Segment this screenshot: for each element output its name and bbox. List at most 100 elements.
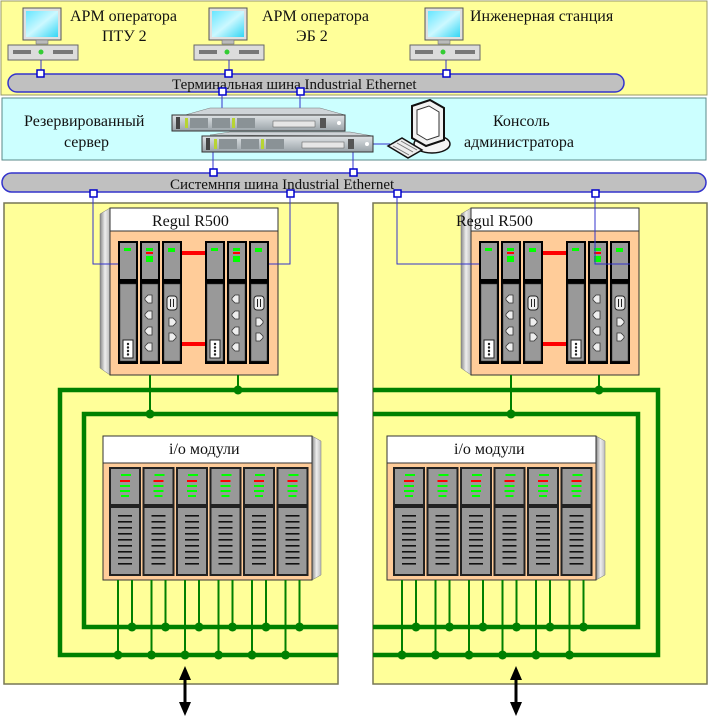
ethernet-port-icon — [529, 332, 538, 342]
ethernet-port-icon — [231, 326, 240, 336]
io-module[interactable] — [243, 467, 275, 576]
controller-module-cpu[interactable] — [227, 241, 247, 364]
controller-module-comm[interactable] — [610, 241, 630, 364]
led-green — [529, 248, 536, 252]
vent-slot — [252, 515, 266, 517]
ethernet-port-icon — [592, 310, 601, 320]
io-module[interactable] — [527, 467, 559, 576]
io-module[interactable] — [109, 467, 141, 576]
terminal-block-icon — [570, 339, 582, 359]
io-module[interactable] — [460, 467, 492, 576]
ring-node — [498, 650, 507, 660]
vent-slot — [435, 521, 450, 523]
led-red — [220, 480, 231, 482]
sync-link — [543, 251, 566, 255]
io-module[interactable] — [209, 467, 242, 576]
led-red — [507, 252, 514, 254]
ethernet-port-icon — [505, 294, 514, 304]
vent-slot — [402, 533, 416, 535]
io-module[interactable] — [426, 467, 459, 576]
server-label-line1: Резервированный — [24, 113, 145, 130]
io-module[interactable] — [142, 467, 175, 576]
controller-module-ps[interactable] — [479, 241, 499, 364]
io-rack[interactable] — [102, 435, 322, 581]
ring-node — [478, 622, 488, 632]
cabinet-left — [3, 197, 339, 716]
usb-port-icon — [253, 295, 265, 311]
led-red — [233, 252, 240, 254]
vent-slot — [252, 563, 266, 565]
controller-title-left: Regul R500 — [152, 213, 229, 230]
computer-icon — [409, 7, 481, 61]
io-module[interactable] — [276, 467, 309, 576]
redundant-server-2[interactable] — [201, 131, 374, 153]
vent-slot — [151, 551, 166, 553]
workstation-pc-3[interactable] — [409, 7, 481, 61]
vent-slot — [252, 539, 266, 541]
vent-slot — [151, 515, 166, 517]
io-module[interactable] — [493, 467, 526, 576]
vent-slot — [252, 545, 266, 547]
io-module[interactable] — [176, 467, 208, 576]
workstation-label-1a: АРМ оператора — [70, 8, 177, 25]
led-green — [538, 485, 548, 487]
vent-slot — [185, 545, 199, 547]
controller-module-cpu[interactable] — [588, 241, 608, 364]
vent-slot — [569, 533, 584, 535]
ring-outer — [57, 387, 338, 658]
led-red — [538, 480, 548, 482]
vent-slot — [252, 551, 266, 553]
led-red — [404, 480, 414, 482]
system-bus-link — [269, 197, 291, 265]
io-title-left: i/o модули — [169, 441, 240, 458]
vent-slot — [569, 551, 584, 553]
io-title-box — [102, 435, 313, 464]
controller-rack[interactable] — [460, 207, 640, 376]
io-module[interactable] — [560, 467, 593, 576]
led-green — [121, 495, 129, 497]
io-title-box — [386, 435, 597, 464]
controller-module-comm[interactable] — [523, 241, 543, 364]
vent-slot — [118, 563, 132, 565]
led-green — [221, 474, 232, 476]
ring-outer — [373, 387, 661, 658]
vent-slot — [502, 521, 517, 523]
ethernet-port-icon — [255, 317, 264, 327]
led-green — [438, 474, 449, 476]
controller-module-cpu[interactable] — [501, 241, 521, 364]
controller-module-ps[interactable] — [205, 241, 225, 364]
redundant-server-1[interactable] — [171, 107, 346, 132]
admin-console[interactable] — [386, 98, 451, 159]
io-module[interactable] — [393, 467, 425, 576]
led-green — [188, 474, 198, 476]
vent-slot — [185, 527, 199, 529]
ethernet-port-icon — [616, 332, 625, 342]
sync-link — [182, 342, 205, 346]
ring-node — [147, 650, 156, 660]
vent-slot — [469, 521, 483, 523]
led-green — [438, 495, 447, 497]
controller-module-cpu[interactable] — [140, 241, 160, 364]
vent-slot — [435, 527, 450, 529]
ethernet-port-icon — [144, 326, 153, 336]
led-green — [539, 474, 549, 476]
led-green — [254, 485, 264, 487]
controller-module-comm[interactable] — [249, 241, 269, 364]
ring-node — [431, 650, 440, 660]
ethernet-port-icon — [592, 326, 601, 336]
led-green — [507, 256, 514, 262]
vent-slot — [218, 557, 233, 559]
vent-slot — [435, 545, 450, 547]
controller-module-ps[interactable] — [566, 241, 586, 364]
controller-module-ps[interactable] — [118, 241, 138, 364]
vent-slot — [536, 551, 550, 553]
led-green — [538, 490, 548, 492]
workstation-pc-1[interactable] — [7, 7, 79, 61]
ethernet-port-icon — [231, 310, 240, 320]
controller-module-comm[interactable] — [162, 241, 182, 364]
terminal-block-icon — [483, 339, 495, 359]
io-rack[interactable] — [386, 435, 606, 581]
ring-node — [247, 650, 257, 660]
controller-rack[interactable] — [99, 207, 279, 376]
